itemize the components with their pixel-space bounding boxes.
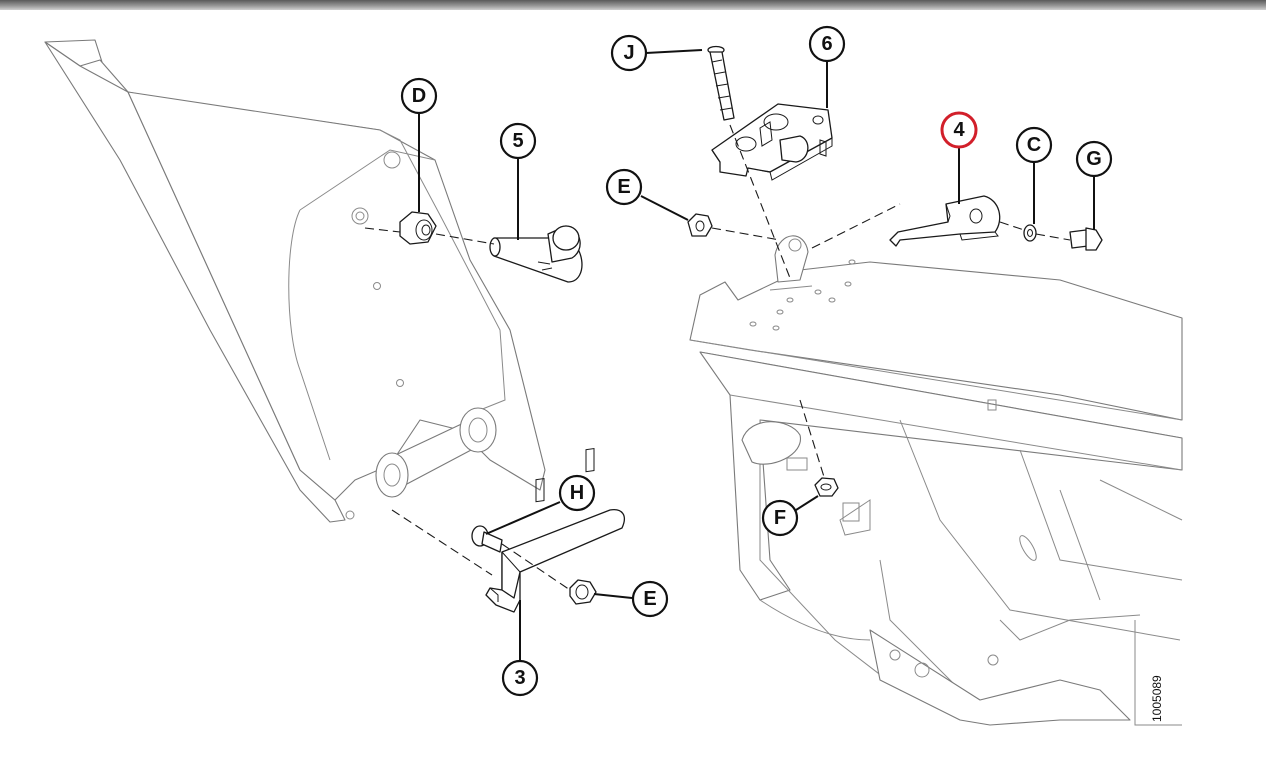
pin-5 — [489, 225, 583, 283]
svg-text:3: 3 — [514, 667, 525, 689]
callout-c: C — [1015, 126, 1053, 164]
figure-id: 1005089 — [1150, 675, 1164, 722]
callout-6: 6 — [808, 25, 846, 63]
bracket-3 — [485, 447, 625, 613]
bolt-g — [1069, 227, 1103, 251]
hex-nut-e-upper — [687, 213, 713, 237]
svg-text:J: J — [623, 42, 634, 64]
alignment-line-bracket — [391, 509, 571, 591]
callout-3: 3 — [501, 659, 539, 697]
svg-text:E: E — [643, 588, 656, 610]
divider-bracket — [44, 39, 546, 523]
callout-e-lower: E — [631, 580, 669, 618]
svg-text:C: C — [1027, 134, 1041, 156]
callout-4-highlighted: 4 — [940, 111, 978, 149]
svg-text:D: D — [412, 85, 426, 107]
svg-text:H: H — [570, 482, 584, 504]
svg-text:E: E — [617, 176, 630, 198]
callout-d: D — [400, 77, 438, 115]
svg-text:F: F — [774, 507, 786, 529]
hex-nut-f — [814, 477, 839, 497]
washer-c — [1023, 224, 1037, 242]
header-frame — [689, 235, 1183, 726]
alignment-line-d-5 — [364, 227, 495, 245]
svg-text:6: 6 — [821, 33, 832, 55]
callout-h: H — [558, 474, 596, 512]
callout-f: F — [761, 499, 799, 537]
screw-j — [707, 45, 735, 121]
flange-nut-e-lower — [569, 579, 597, 605]
svg-text:G: G — [1086, 148, 1102, 170]
callout-5: 5 — [499, 122, 537, 160]
callout-g: G — [1075, 140, 1113, 178]
callout-j: J — [610, 34, 648, 72]
svg-text:4: 4 — [953, 119, 965, 141]
svg-text:5: 5 — [512, 130, 523, 152]
window-top-edge — [0, 0, 1266, 10]
alignment-line-e-g — [711, 203, 1071, 249]
callout-e-upper: E — [605, 168, 643, 206]
leader-lines — [418, 49, 1095, 660]
bolt-h — [471, 525, 503, 553]
hex-nut-d — [399, 211, 437, 245]
lever-4 — [889, 195, 1001, 247]
